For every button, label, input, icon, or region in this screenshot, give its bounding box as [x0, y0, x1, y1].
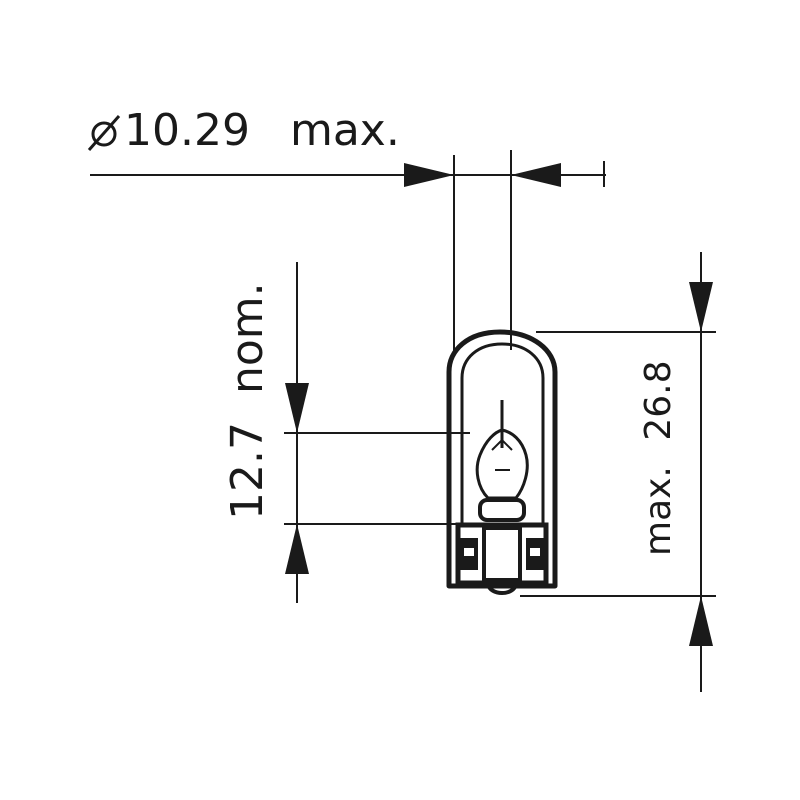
overall-height-dimension: max. 26.8 — [520, 252, 716, 692]
svg-text:12.7 nom.: 12.7 nom. — [222, 282, 273, 520]
diameter-dimension-label: 10.29 max. — [87, 105, 400, 156]
base-height-dimension: 12.7 nom. — [222, 262, 470, 603]
svg-text:10.29 max.: 10.29 max. — [124, 105, 400, 156]
diameter-dimension-line — [90, 150, 606, 352]
diameter-value: 10.29 — [124, 105, 250, 156]
diameter-symbol-icon — [87, 115, 121, 151]
base-height-qualifier: nom. — [222, 282, 273, 394]
svg-text:max. 26.8: max. 26.8 — [638, 361, 679, 557]
overall-height-qualifier: max. — [638, 466, 679, 556]
base-height-value: 12.7 — [222, 422, 273, 520]
diameter-qualifier: max. — [290, 105, 400, 156]
bulb-icon — [446, 329, 558, 595]
overall-height-value: 26.8 — [638, 361, 679, 441]
